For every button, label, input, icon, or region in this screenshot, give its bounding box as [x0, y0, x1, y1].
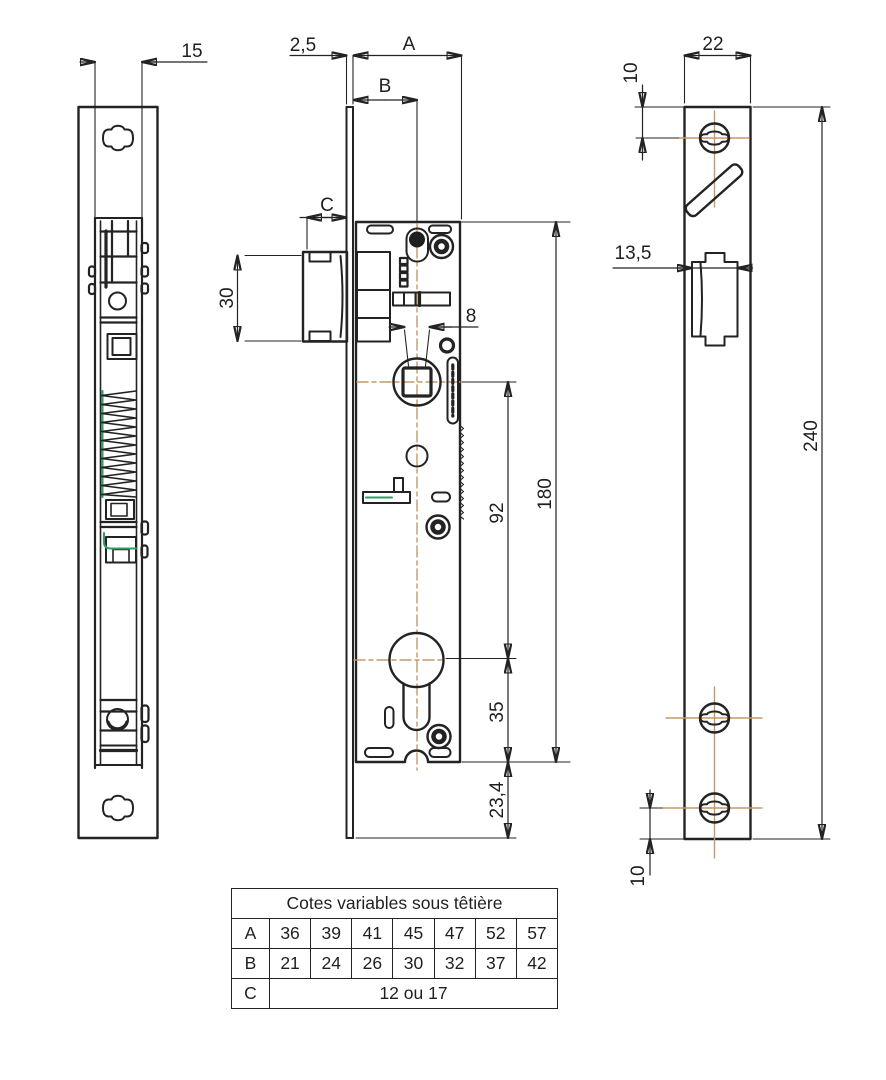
bushing-bottom — [428, 725, 451, 748]
table-cell: 37 — [474, 948, 517, 979]
lever — [362, 477, 411, 504]
dim-C: C — [299, 195, 347, 250]
table-cell: 26 — [351, 948, 394, 979]
dim-10-top: 10 — [621, 62, 684, 161]
table-row-B: B 21 24 26 30 32 37 42 — [231, 948, 559, 979]
dim-15-label: 15 — [181, 41, 202, 62]
ratchet-slot — [446, 356, 459, 425]
latch-link-green — [103, 532, 137, 550]
ratchet-teeth — [458, 424, 465, 520]
table-row-C: C 12 ou 17 — [231, 978, 558, 1009]
dim-92-label: 92 — [487, 502, 508, 523]
lock-case — [354, 220, 462, 764]
screw-slot-bottom-icon — [101, 794, 135, 822]
table-cell: 21 — [268, 948, 312, 979]
bushing-top — [430, 235, 453, 258]
table-header-row: Cotes variables sous têtière — [231, 888, 558, 919]
table-cell: 45 — [392, 918, 435, 949]
dim-180-label: 180 — [535, 478, 556, 510]
dim-8-label: 8 — [466, 306, 477, 327]
table-cell: 57 — [515, 918, 559, 949]
follower-circle — [392, 357, 442, 407]
case-slot — [366, 224, 394, 235]
dim-13-5: 13,5 — [612, 243, 754, 268]
dim-92: 92 — [445, 382, 517, 659]
dim-23-4: 23,4 — [355, 762, 571, 838]
table-cell: 41 — [351, 918, 394, 949]
table-cell: 42 — [515, 948, 559, 979]
dim-8: 8 — [388, 306, 479, 367]
variant-table: Cotes variables sous têtière A 36 39 41 … — [231, 888, 559, 1009]
adjuster-squares — [398, 256, 409, 288]
dim-23-4-label: 23,4 — [487, 781, 508, 818]
case-slot — [384, 706, 395, 729]
rivet — [438, 337, 456, 354]
dim-A-label: A — [403, 34, 416, 55]
dim-10-bottom: 10 — [628, 789, 684, 887]
latch-tail-bar — [392, 290, 451, 308]
dim-10-top-label: 10 — [621, 62, 642, 83]
table-row-A: A 36 39 41 45 47 52 57 — [231, 918, 559, 949]
side-view: 15 — [77, 41, 208, 840]
spring-coil — [100, 390, 137, 498]
row-label: A — [231, 918, 270, 949]
table-cell: 30 — [392, 948, 435, 979]
case-slot — [431, 491, 451, 503]
dim-240-label: 240 — [801, 420, 822, 452]
dim-A: A — [354, 34, 462, 220]
mid-hole — [405, 444, 429, 468]
case-slot — [428, 747, 452, 758]
dim-35-label: 35 — [487, 701, 508, 722]
stop-pill — [405, 227, 429, 263]
dim-180: 180 — [460, 222, 571, 762]
faceplate-view: 22 10 13,5 240 — [612, 34, 831, 887]
table-cell: 47 — [433, 918, 476, 949]
dim-240: 240 — [752, 107, 831, 839]
dim-10-bottom-label: 10 — [628, 865, 649, 886]
bushing-mid — [427, 516, 450, 539]
faceplate-outline — [683, 105, 752, 841]
row-label: C — [231, 978, 270, 1009]
pin-hole — [108, 291, 127, 311]
diagonal-slot — [684, 163, 744, 218]
screw-slot-top-icon — [101, 124, 135, 152]
side-mechanism — [87, 216, 150, 770]
dim-2-5: 2,5 — [289, 35, 354, 105]
front-view: 2,5 A B C 30 — [217, 34, 571, 839]
dim-30: 30 — [217, 256, 302, 342]
side-plate-outline — [77, 105, 159, 840]
dim-2-5-label: 2,5 — [290, 35, 316, 56]
dim-B-label: B — [379, 76, 392, 97]
euro-cylinder-hole — [388, 631, 445, 732]
dim-22-label: 22 — [702, 34, 723, 55]
table-cell: 39 — [310, 918, 353, 949]
dim-22: 22 — [685, 34, 751, 104]
table-cell-merged: 12 ou 17 — [269, 978, 558, 1009]
case-slot — [428, 224, 452, 234]
dim-30-label: 30 — [217, 287, 238, 308]
stop-pin — [409, 231, 425, 248]
dim-C-label: C — [320, 195, 334, 216]
latch-bolt — [301, 250, 391, 343]
table-cell: 36 — [268, 918, 312, 949]
spindle-square-hole — [401, 366, 433, 398]
table-cell: 52 — [474, 918, 517, 949]
latch-cutout — [691, 252, 739, 347]
dim-B: B — [354, 76, 418, 100]
table-cell: 32 — [433, 948, 476, 979]
table-header: Cotes variables sous têtière — [231, 888, 558, 919]
dim-15: 15 — [79, 41, 208, 219]
dim-35: 35 — [487, 659, 508, 763]
table-cell: 24 — [310, 948, 353, 979]
case-slot — [364, 747, 394, 758]
row-label: B — [231, 948, 270, 979]
dim-13-5-label: 13,5 — [615, 243, 652, 264]
